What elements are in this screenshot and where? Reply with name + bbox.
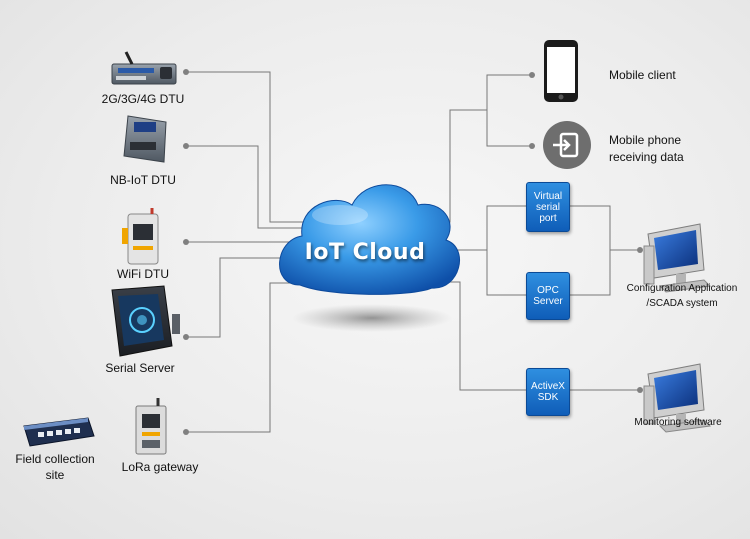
activex-sdk-box: ActiveX SDK [526,368,570,416]
computer-monitor-icon [643,363,712,433]
label-mobile-receiving-2: receiving data [609,150,684,164]
opc-label-1: OPC [537,285,559,296]
link-4g-dtu [186,71,310,223]
computer-monitor-icon [643,223,712,293]
login-app-icon [543,121,591,169]
link-nbiot-dtu [186,145,305,229]
network-switch-icon [23,417,95,447]
virtual-serial-label-3: port [539,212,557,224]
label-mobile-client: Mobile client [609,68,676,82]
device-label-4g-dtu: 2G/3G/4G DTU [101,92,185,106]
cloud-title: IoT Cloud [304,240,426,265]
cloud-icon [279,184,461,332]
link-scada-bus [569,205,611,296]
smartphone-icon [544,40,578,102]
label-config-app-2: /SCADA system [646,298,718,309]
link-serial-server [186,257,292,338]
device-label-field-site: Field collection site [15,452,95,482]
link-mobile-receiving [486,110,532,147]
link-lora-gateway [186,282,312,433]
device-label-nbiot-dtu: NB-IoT DTU [110,173,176,187]
link-opc [486,250,527,296]
device-label-serial-server: Serial Server [105,361,175,375]
label-monitoring-software: Monitoring software [634,417,722,428]
link-mobile-client [422,74,532,223]
virtual-serial-port-box: Virtual serial port [526,182,570,232]
virtual-serial-label-2: serial [536,201,560,213]
modem-icon [123,115,167,163]
device-label-lora-gateway: LoRa gateway [121,460,199,474]
activex-label-1: ActiveX [531,381,565,392]
router-icon [111,51,177,85]
link-virtual-serial [452,205,527,251]
connection-dots [183,69,643,435]
link-activex [440,281,527,391]
device-label-wifi-dtu: WiFi DTU [117,267,169,281]
lora-gateway-icon [135,398,167,455]
serial-server-icon [111,285,180,357]
activex-label-2: SDK [537,392,559,403]
label-config-app-1: Configuration Application [626,283,738,294]
virtual-serial-label-1: Virtual [533,190,563,202]
label-mobile-receiving-1: Mobile phone [609,133,682,147]
opc-server-box: OPC Server [526,272,570,320]
wifi-modem-icon [122,208,159,265]
opc-label-2: Server [533,296,563,307]
